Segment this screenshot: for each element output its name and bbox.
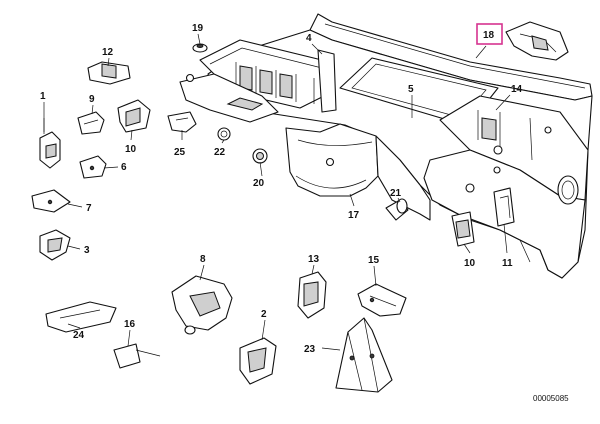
callout-5: 5 bbox=[408, 84, 414, 95]
part-8-bracket bbox=[171, 275, 233, 335]
part-21-plug bbox=[385, 198, 409, 221]
part-25-bracket bbox=[167, 111, 197, 133]
part-19-grommet bbox=[192, 43, 208, 53]
callout-20: 20 bbox=[253, 178, 265, 189]
callout-9: 9 bbox=[89, 94, 95, 105]
part-6-clip bbox=[79, 155, 107, 179]
part-2-bracket bbox=[239, 337, 277, 385]
callout-4: 4 bbox=[306, 33, 312, 44]
callout-1: 1 bbox=[40, 91, 46, 102]
callout-3: 3 bbox=[84, 245, 90, 256]
part-24-bracket bbox=[45, 301, 117, 333]
callout-18: 18 bbox=[483, 30, 495, 41]
callout-21: 21 bbox=[390, 188, 402, 199]
callout-17: 17 bbox=[348, 210, 360, 221]
callout-7: 7 bbox=[86, 203, 92, 214]
part-9-bracket bbox=[77, 111, 105, 135]
callout-10-left: 10 bbox=[125, 144, 137, 155]
callout-24: 24 bbox=[73, 330, 85, 341]
part-16-bracket bbox=[113, 343, 161, 369]
callout-8: 8 bbox=[200, 254, 206, 265]
part-15-bracket bbox=[357, 283, 407, 317]
diagram-reference-number: 00005085 bbox=[533, 394, 569, 403]
callout-22: 22 bbox=[214, 147, 226, 158]
callout-10-right: 10 bbox=[464, 258, 476, 269]
part-23-support bbox=[335, 317, 393, 393]
part-12-bracket bbox=[87, 61, 131, 85]
callout-11: 11 bbox=[502, 258, 513, 269]
callout-16: 16 bbox=[124, 319, 136, 330]
part-10-bracket-right bbox=[451, 211, 475, 247]
callout-25: 25 bbox=[174, 147, 186, 158]
callout-23: 23 bbox=[304, 344, 316, 355]
callout-labels: 1 2 3 4 5 6 7 8 9 10 10 11 12 13 14 15 1… bbox=[40, 23, 523, 355]
part-13-bracket bbox=[297, 271, 327, 319]
callout-2: 2 bbox=[261, 309, 267, 320]
part-1-bracket bbox=[39, 118, 61, 169]
callout-19: 19 bbox=[192, 23, 204, 34]
callout-15: 15 bbox=[368, 255, 380, 266]
part-22-plug bbox=[217, 127, 231, 141]
part-10-bracket-left bbox=[117, 99, 151, 133]
callout-13: 13 bbox=[308, 254, 320, 265]
callout-12: 12 bbox=[102, 47, 114, 58]
part-3-bracket bbox=[39, 229, 71, 261]
part-20-plug bbox=[252, 148, 268, 164]
callout-6: 6 bbox=[121, 162, 127, 173]
leader-lines bbox=[43, 33, 511, 351]
part-11-bracket bbox=[493, 187, 515, 227]
part-18-bracket bbox=[505, 21, 569, 61]
part-7-plate bbox=[31, 189, 71, 213]
callout-14: 14 bbox=[511, 84, 523, 95]
callout-18-highlight bbox=[476, 23, 503, 45]
